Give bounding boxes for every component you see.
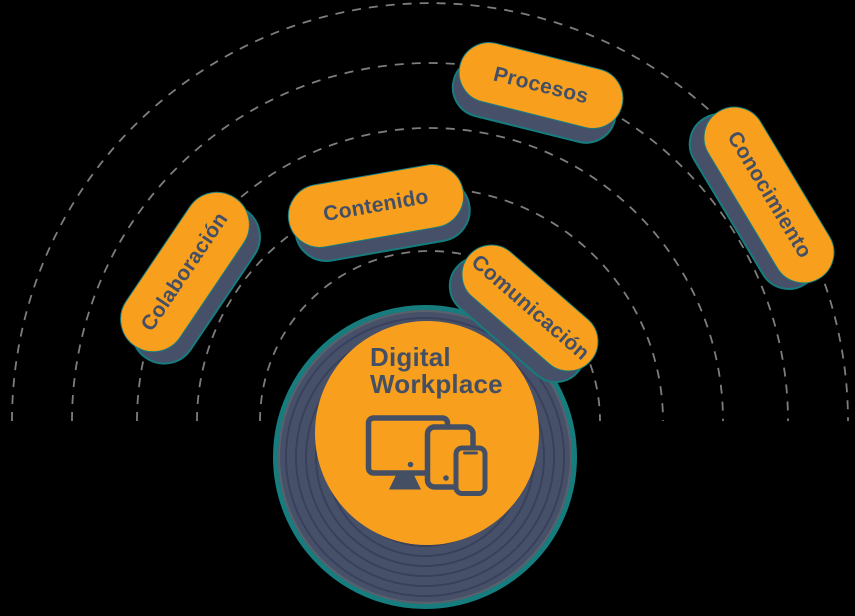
orbit-arc-5	[11, 2, 849, 422]
orbit-arc-4	[71, 62, 789, 422]
pill-label: Contenido	[321, 184, 431, 227]
phone-icon	[453, 445, 488, 496]
hub-title-line2: Workplace	[370, 369, 503, 399]
hub-title-line1: Digital	[370, 342, 451, 372]
hub-inner-circle: Digital Workplace	[315, 321, 539, 545]
pill-label: Procesos	[491, 62, 591, 108]
hub-title: Digital Workplace	[370, 344, 503, 398]
devices-icon	[365, 415, 488, 496]
